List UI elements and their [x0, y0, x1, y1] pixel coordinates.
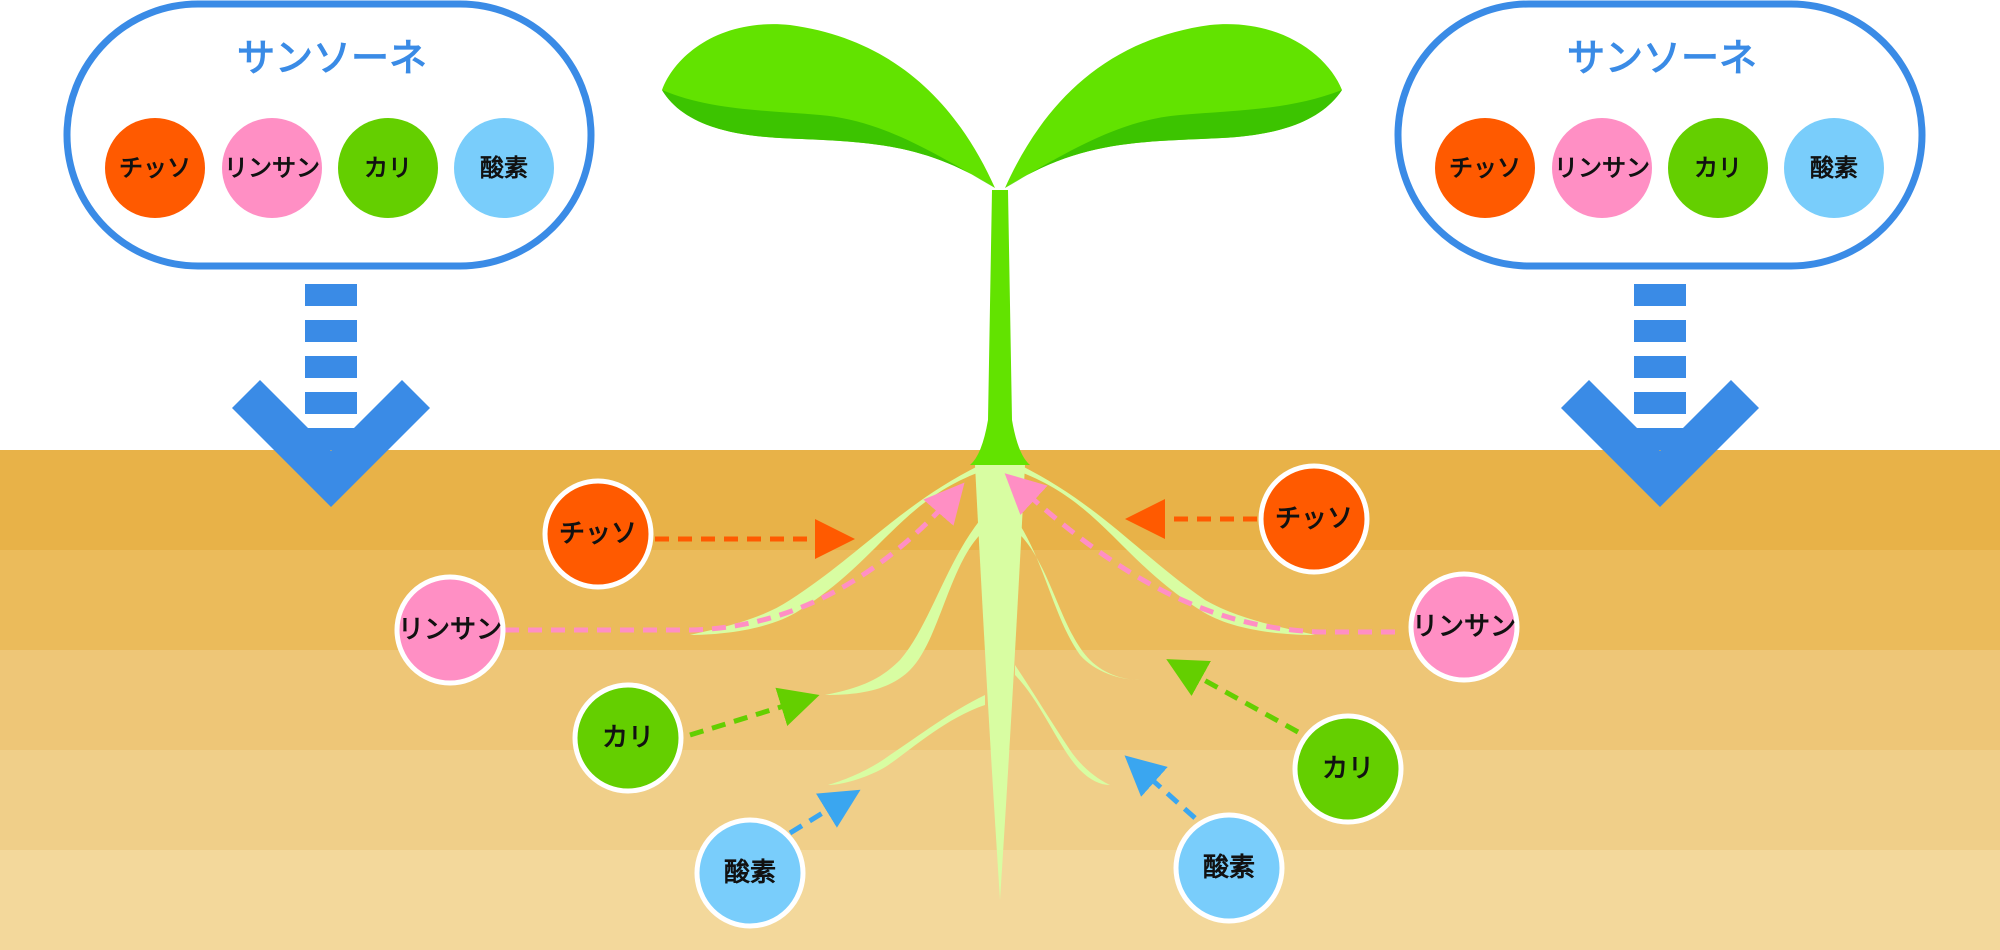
leaf-left-shade: [662, 90, 995, 188]
nutrient-label: チッソ: [1449, 154, 1521, 182]
nutrient-potassium-circle: [338, 118, 438, 218]
soil-nutrient-label: チッソ: [559, 519, 637, 549]
product-title: サンソーネ: [1567, 36, 1757, 80]
root-main: [975, 465, 1025, 900]
soil-nutrient-label: 酸素: [1203, 853, 1255, 883]
leaf-right-shade: [1005, 90, 1342, 188]
product-box-left: サンソーネ チッソ リンサン カリ 酸素: [63, 0, 595, 507]
arrow-phosphorus-right: [1004, 473, 1395, 635]
nutrient-label: 酸素: [480, 154, 528, 182]
soil-nutrients-left: チッソ リンサン カリ 酸素: [394, 478, 806, 929]
nutrient-label: カリ: [1694, 154, 1742, 182]
product-box-frame: [1394, 0, 1926, 270]
product-box-frame: [63, 0, 595, 270]
arrow-potassium-right: [1166, 659, 1300, 735]
soil-phosphorus-circle: [394, 574, 506, 686]
nutrient-label: リンサン: [1554, 154, 1650, 182]
root-mid-right: [1015, 525, 1140, 680]
product-box-right: サンソーネ チッソ リンサン カリ 酸素: [1394, 0, 1926, 507]
nutrient-nitrogen-circle: [1435, 118, 1535, 218]
chevron-down-arrow-icon: [1561, 284, 1759, 507]
nutrient-oxygen-circle: [1784, 118, 1884, 218]
soil-potassium-circle: [572, 682, 684, 794]
nutrient-label: カリ: [364, 154, 412, 182]
nutrient-label: 酸素: [1810, 154, 1858, 182]
soil-nutrient-label: チッソ: [1275, 504, 1353, 534]
soil-nutrient-label: 酸素: [724, 858, 776, 888]
soil-nitrogen-circle: [542, 478, 654, 590]
nutrient-label: リンサン: [224, 154, 320, 182]
arrow-oxygen-right: [1124, 755, 1197, 820]
soil-phosphorus-circle: [1408, 571, 1520, 683]
arrow-potassium-left: [689, 687, 820, 738]
root-low-left: [828, 695, 985, 785]
nutrient-nitrogen-circle: [105, 118, 205, 218]
product-title: サンソーネ: [237, 36, 427, 80]
arrow-phosphorus-left: [505, 482, 965, 633]
nutrient-potassium-circle: [1668, 118, 1768, 218]
soil-oxygen-circle: [694, 817, 806, 929]
stem: [970, 190, 1030, 465]
soil-nutrient-label: リンサン: [398, 615, 502, 645]
soil-nitrogen-circle: [1258, 463, 1370, 575]
soil-potassium-circle: [1292, 713, 1404, 825]
nutrient-phosphorus-circle: [222, 118, 322, 218]
soil-nutrient-label: カリ: [1322, 754, 1374, 784]
root-mid-left: [825, 520, 985, 695]
soil-nutrient-label: カリ: [602, 723, 654, 753]
root-upper-left: [690, 465, 985, 635]
nutrient-phosphorus-circle: [1552, 118, 1652, 218]
nutrient-label: チッソ: [119, 154, 191, 182]
chevron-down-arrow-icon: [232, 284, 430, 507]
soil-nutrients-right: チッソ リンサン カリ 酸素: [1173, 463, 1520, 924]
seedling-with-roots-icon: [662, 24, 1342, 465]
nutrient-oxygen-circle: [454, 118, 554, 218]
absorption-arrows: [505, 473, 1395, 836]
soil-oxygen-circle: [1173, 812, 1285, 924]
arrow-oxygen-left: [788, 789, 861, 836]
soil-nutrient-label: リンサン: [1412, 612, 1516, 642]
